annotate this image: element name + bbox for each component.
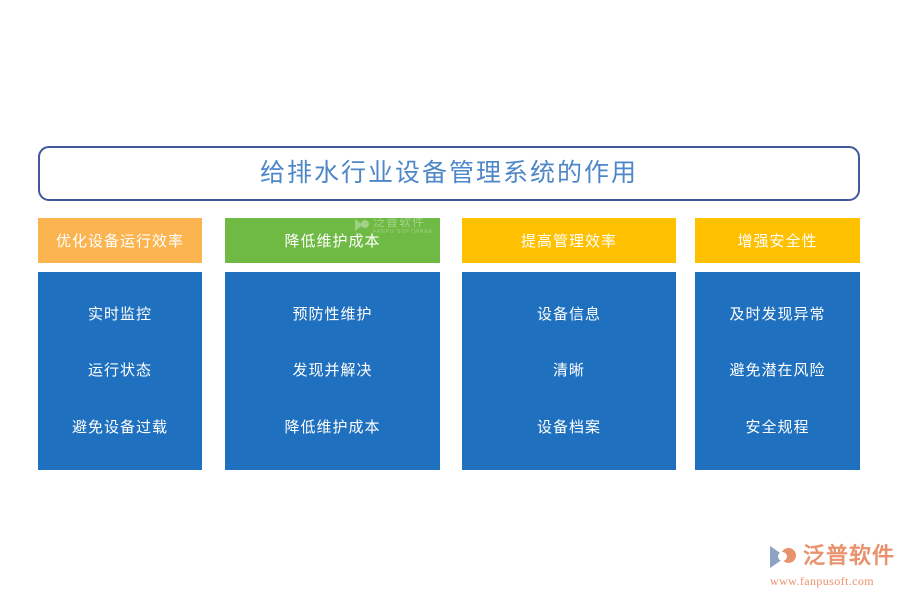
category-body-3: 设备信息 清晰 设备档案 <box>462 272 676 470</box>
list-item: 及时发现异常 <box>729 305 826 323</box>
category-header-label: 降低维护成本 <box>284 233 381 250</box>
list-item: 清晰 <box>552 362 585 380</box>
category-body-2: 预防性维护 发现并解决 降低维护成本 <box>225 272 440 470</box>
category-header-label: 提高管理效率 <box>520 233 617 250</box>
category-header-label: 优化设备运行效率 <box>55 233 184 250</box>
category-header-4[interactable]: 增强安全性 <box>695 218 860 263</box>
fanpu-logo-icon <box>770 542 800 570</box>
category-body-4: 及时发现异常 避免潜在风险 安全规程 <box>695 272 860 470</box>
page-title: 给排水行业设备管理系统的作用 <box>259 159 638 187</box>
list-item: 设备信息 <box>536 305 601 323</box>
list-item: 避免设备过载 <box>71 419 168 437</box>
list-item: 安全规程 <box>745 419 810 437</box>
category-header-2[interactable]: 降低维护成本 <box>225 218 440 263</box>
brand-url: www.fanpusoft.com <box>770 574 875 588</box>
list-item: 降低维护成本 <box>284 419 381 437</box>
list-item: 设备档案 <box>536 419 601 437</box>
list-item: 发现并解决 <box>292 362 373 380</box>
list-item: 预防性维护 <box>292 305 373 323</box>
category-header-3[interactable]: 提高管理效率 <box>462 218 676 263</box>
category-header-label: 增强安全性 <box>737 233 818 250</box>
brand-logo: 泛普软件 www.fanpusoft.com <box>770 540 896 590</box>
list-item: 避免潜在风险 <box>729 362 826 380</box>
list-item: 运行状态 <box>87 362 152 380</box>
title-box: 给排水行业设备管理系统的作用 <box>38 146 860 201</box>
list-item: 实时监控 <box>87 305 152 323</box>
category-header-1[interactable]: 优化设备运行效率 <box>38 218 202 263</box>
brand-name: 泛普软件 <box>803 543 896 568</box>
category-body-1: 实时监控 运行状态 避免设备过载 <box>38 272 202 470</box>
